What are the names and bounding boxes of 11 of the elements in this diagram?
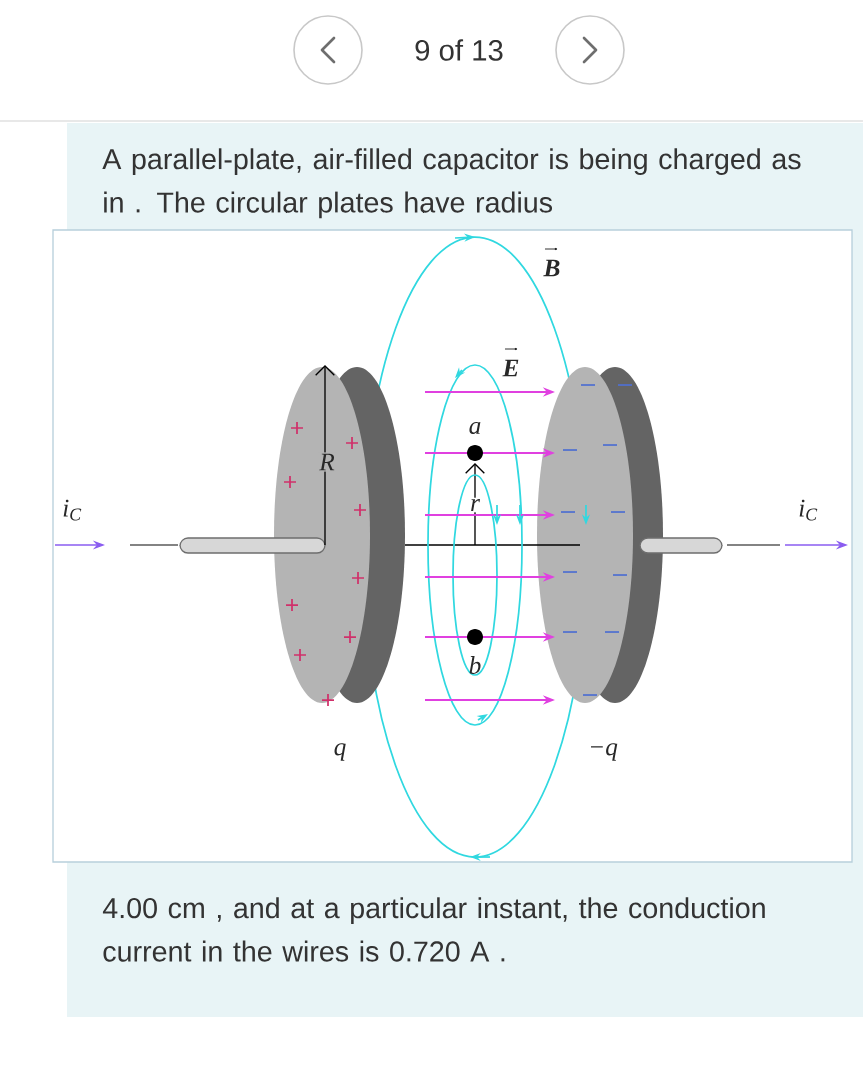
page-counter: 9 of 13 xyxy=(415,39,503,61)
figure-label: E xyxy=(502,359,519,377)
figure-label: i$_{C}$ xyxy=(63,499,82,521)
figure-label: −q xyxy=(591,743,618,761)
question-text: 4.00 cm , and at a particular instant, the conduction current in the wires is 0.720 A . xyxy=(102,897,765,962)
figure-label: i$_{C}$ xyxy=(799,499,818,521)
figure-label: b xyxy=(469,656,481,674)
figure-label: q xyxy=(334,743,346,761)
figure-label: B xyxy=(543,259,560,277)
question-text: A parallel-plate, air-filled capacitor is being charged as in . The circular plates have radius xyxy=(102,148,801,219)
figure-label: a xyxy=(469,421,481,435)
